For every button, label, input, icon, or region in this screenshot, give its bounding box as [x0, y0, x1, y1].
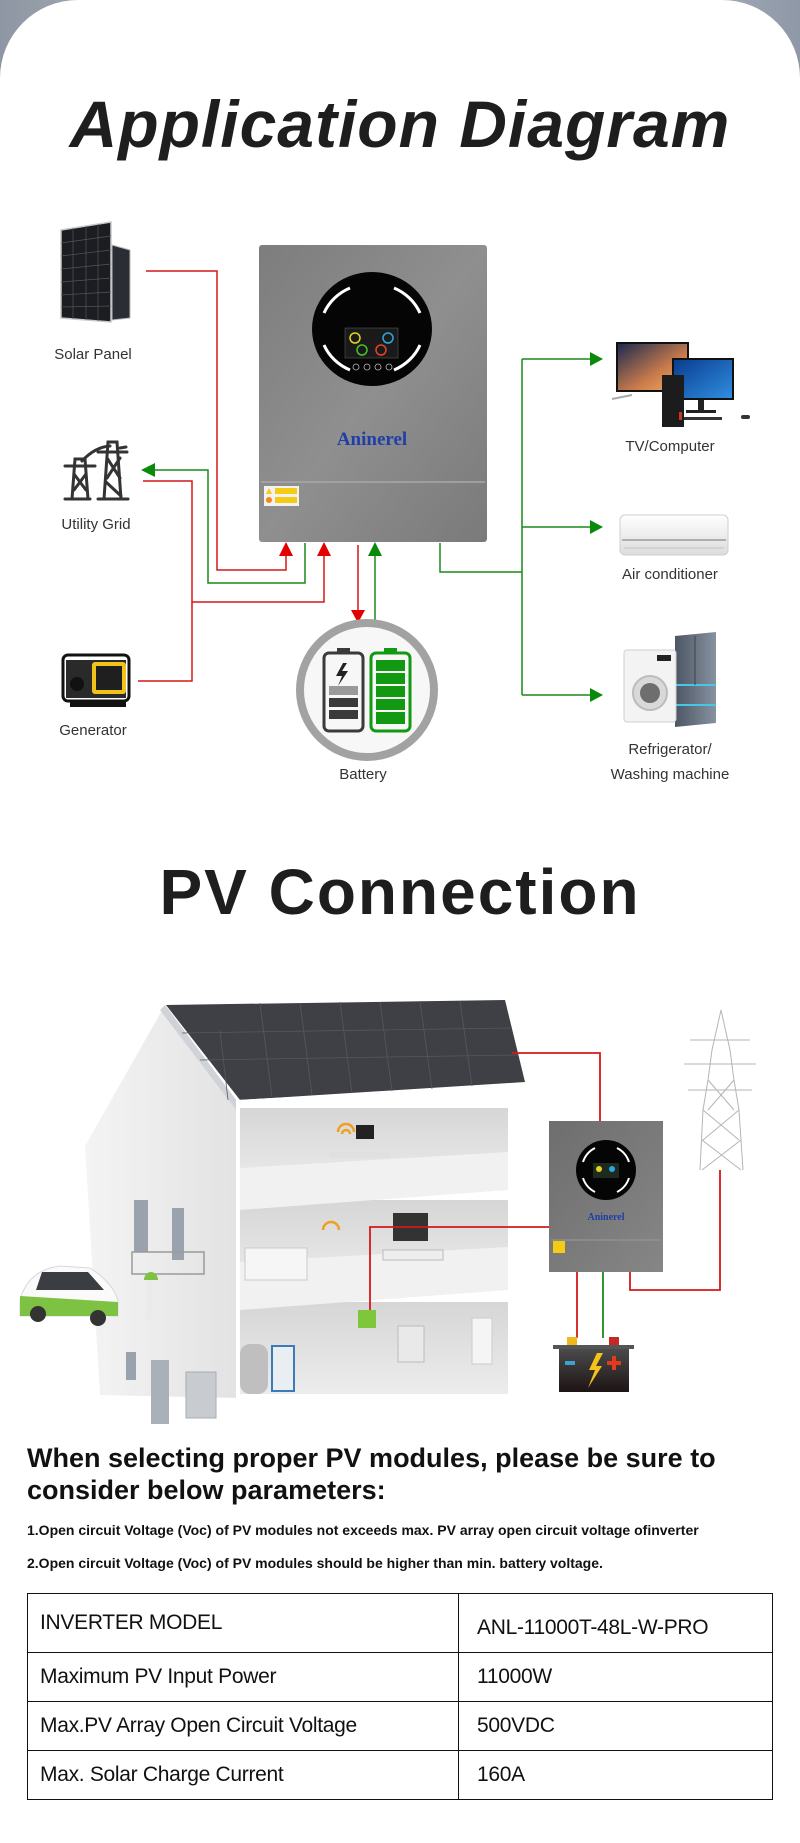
spec-value: 500VDC	[458, 1701, 773, 1751]
air-conditioner-label: Air conditioner	[622, 566, 718, 583]
solar-panel-label: Solar Panel	[54, 346, 132, 363]
spec-key: Maximum PV Input Power	[27, 1652, 459, 1702]
spec-value: ANL-11000T-48L-W-PRO	[458, 1593, 773, 1653]
application-diagram: Aninerel	[60, 221, 750, 761]
arrow-to-tv	[590, 352, 603, 366]
tv-computer-icon	[611, 342, 750, 427]
spec-value: 160A	[458, 1750, 773, 1800]
pv-connection-title: PV Connection	[159, 856, 641, 928]
transmission-tower-icon	[63, 440, 130, 501]
battery-label: Battery	[339, 766, 387, 783]
arrow-up-solar	[279, 542, 293, 556]
inverter-unit: Aninerel	[259, 245, 487, 542]
arrow-to-fridge	[590, 688, 603, 702]
spec-key: Max. Solar Charge Current	[27, 1750, 459, 1800]
fridge-washer-icon	[623, 632, 716, 727]
arrow-to-grid	[141, 463, 155, 477]
table-row: INVERTER MODEL ANL-11000T-48L-W-PRO	[27, 1593, 773, 1653]
table-row: Max.PV Array Open Circuit Voltage 500VDC	[27, 1701, 773, 1751]
arrow-up-from-battery	[368, 542, 382, 556]
application-diagram-title: Application Diagram	[69, 87, 731, 161]
battery-icon	[296, 619, 438, 761]
solar-panel-icon	[60, 221, 131, 323]
fridge-label-line1: Refrigerator/	[628, 741, 712, 758]
arrow-to-ac	[590, 520, 603, 534]
spec-table: INVERTER MODEL ANL-11000T-48L-W-PRO Maxi…	[27, 1593, 773, 1800]
table-row: Max. Solar Charge Current 160A	[27, 1750, 773, 1800]
guideline-item-2: 2.Open circuit Voltage (Voc) of PV modul…	[27, 1555, 603, 1571]
input-wires	[138, 270, 359, 682]
generator-icon	[61, 653, 131, 707]
inverter-brand-logo: Aninerel	[337, 429, 407, 450]
tv-computer-label: TV/Computer	[625, 438, 715, 455]
arrowheads	[141, 352, 603, 702]
spec-key: INVERTER MODEL	[27, 1593, 459, 1653]
generator-label: Generator	[59, 722, 127, 739]
guideline-item-1: 1.Open circuit Voltage (Voc) of PV modul…	[27, 1522, 699, 1538]
arrow-down-battery	[351, 610, 365, 623]
utility-grid-label: Utility Grid	[61, 516, 131, 533]
inverter-display	[312, 272, 432, 386]
caution-sticker	[264, 486, 299, 506]
fridge-label-line2: Washing machine	[610, 766, 730, 783]
pv-selection-heading: When selecting proper PV modules, please…	[27, 1443, 716, 1505]
spec-value: 11000W	[458, 1652, 773, 1702]
spec-key: Max.PV Array Open Circuit Voltage	[27, 1701, 459, 1751]
air-conditioner-icon	[619, 514, 729, 556]
arrow-up-grid	[317, 542, 331, 556]
table-row: Maximum PV Input Power 11000W	[27, 1652, 773, 1702]
output-wires	[154, 358, 592, 696]
